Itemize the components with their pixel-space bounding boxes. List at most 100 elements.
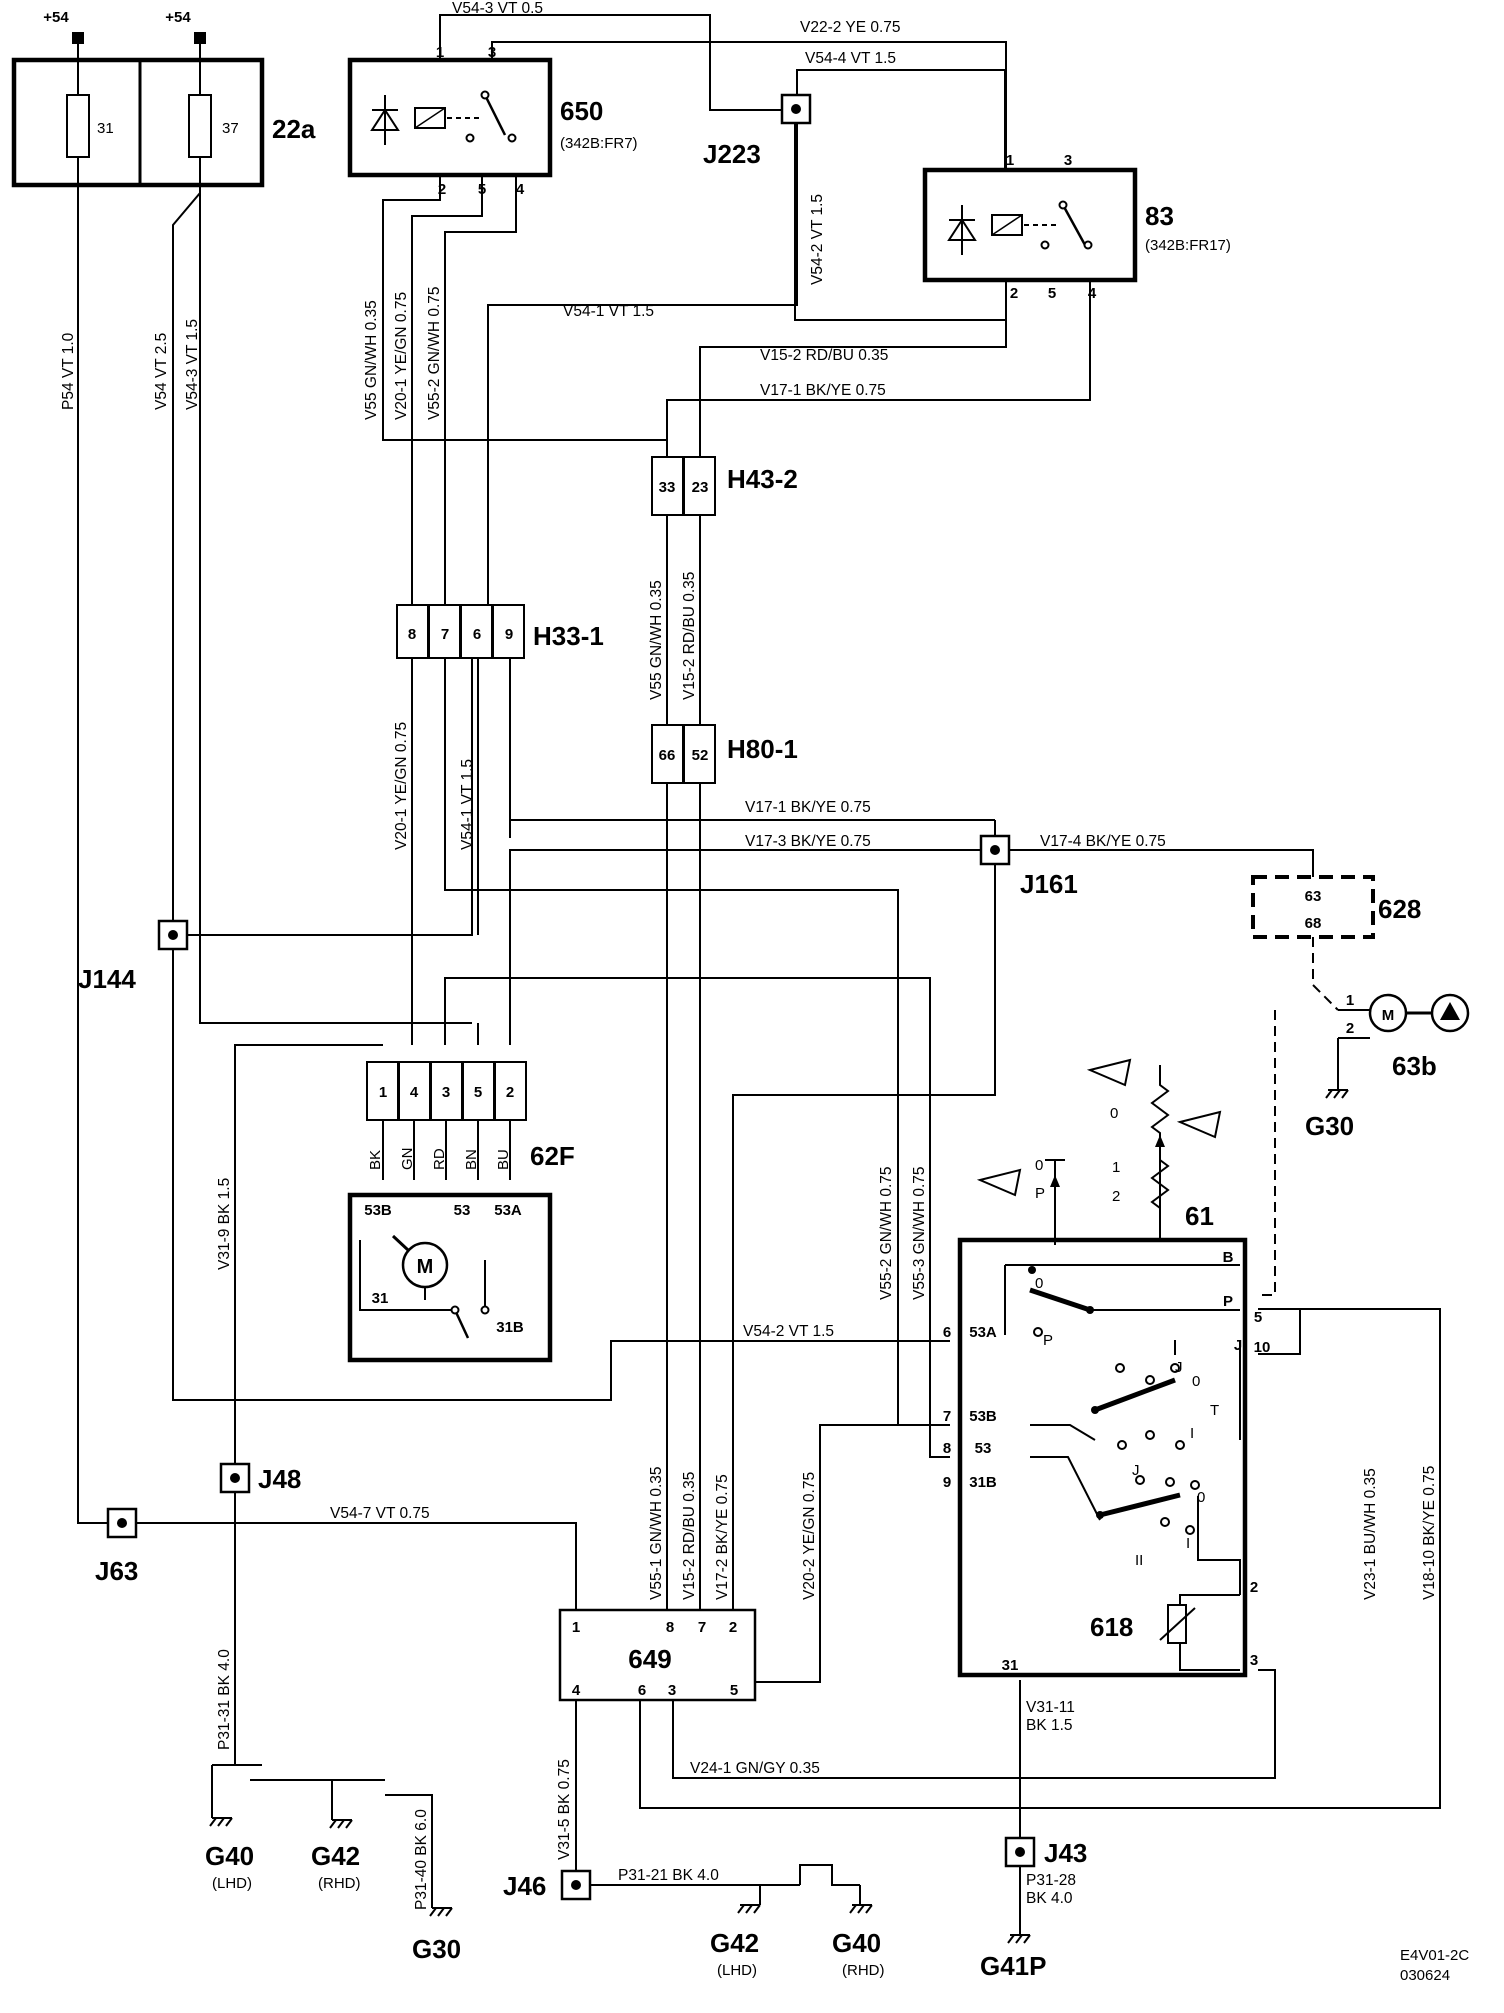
svg-text:7: 7 [943, 1408, 951, 1425]
ground-g30-bottom: G30 [412, 1907, 461, 1964]
svg-text:V31-11: V31-11 [1026, 1699, 1075, 1716]
svg-text:66: 66 [659, 747, 676, 764]
svg-text:V31-5 BK 0.75: V31-5 BK 0.75 [556, 1759, 573, 1860]
svg-text:68: 68 [1305, 915, 1322, 932]
svg-text:V17-1 BK/YE 0.75: V17-1 BK/YE 0.75 [745, 799, 871, 816]
junction-j48: J48 [219, 1462, 301, 1494]
svg-text:8: 8 [408, 626, 416, 643]
svg-text:V54-3 VT 0.5: V54-3 VT 0.5 [452, 0, 543, 17]
svg-text:E4V01-2C: E4V01-2C [1400, 1947, 1469, 1964]
svg-text:RD: RD [431, 1148, 448, 1170]
svg-text:BK 1.5: BK 1.5 [1026, 1717, 1073, 1734]
svg-text:53B: 53B [364, 1202, 392, 1219]
junction-j223: J223 [703, 93, 812, 169]
svg-text:V55 GN/WH 0.35: V55 GN/WH 0.35 [363, 300, 380, 420]
svg-text:4: 4 [1088, 285, 1097, 302]
svg-text:33: 33 [659, 479, 676, 496]
supply-a-label: +54 [43, 9, 69, 26]
fuse-box-label: 22a [272, 114, 316, 144]
ground-g42-right: G42 (LHD) [710, 1885, 761, 1979]
svg-text:6: 6 [943, 1324, 951, 1341]
supply-b-label: +54 [165, 9, 191, 26]
svg-text:23: 23 [692, 479, 709, 496]
svg-text:3: 3 [442, 1084, 450, 1101]
ground-g40-left: G40 (LHD) [205, 1817, 254, 1892]
svg-text:5: 5 [1048, 285, 1056, 302]
svg-text:2: 2 [1010, 285, 1018, 302]
svg-text:7: 7 [698, 1619, 706, 1636]
svg-text:5: 5 [478, 181, 486, 198]
svg-text:0: 0 [1035, 1157, 1043, 1174]
svg-text:V55-3 GN/WH 0.75: V55-3 GN/WH 0.75 [911, 1166, 928, 1300]
relay-83: 1 3 2 5 4 83 (342B:FR17) [922, 152, 1231, 302]
svg-text:V55-2 GN/WH 0.75: V55-2 GN/WH 0.75 [426, 286, 443, 420]
svg-text:J43: J43 [1044, 1838, 1087, 1868]
svg-text:G42: G42 [710, 1928, 759, 1958]
svg-text:B: B [1223, 1249, 1234, 1266]
wire-labels: V54-3 VT 0.5 V22-2 YE 0.75 V54-4 VT 1.5 … [60, 0, 1438, 1910]
ground-g41p: G41P [980, 1934, 1047, 1981]
fuse-box-outline [11, 57, 265, 188]
svg-text:J63: J63 [95, 1556, 138, 1586]
svg-text:V54-2 VT 1.5: V54-2 VT 1.5 [809, 194, 826, 285]
svg-text:P31-40 BK 6.0: P31-40 BK 6.0 [413, 1809, 430, 1910]
relay-650: 1 3 2 5 4 650 (342B:FR7) [347, 44, 638, 198]
svg-text:9: 9 [505, 626, 513, 643]
ground-g42-left: G42 (RHD) [311, 1819, 361, 1892]
svg-text:T: T [1210, 1402, 1219, 1419]
svg-text:628: 628 [1378, 894, 1421, 924]
svg-text:J46: J46 [503, 1871, 546, 1901]
svg-text:G30: G30 [1305, 1111, 1354, 1141]
svg-text:0: 0 [1192, 1373, 1200, 1390]
svg-text:0: 0 [1110, 1105, 1118, 1122]
fuse-37 [188, 94, 212, 158]
wiper-motor-62f: M 53B 53 53A 31 31B [347, 1192, 553, 1363]
svg-text:J: J [1132, 1462, 1140, 1479]
svg-text:V20-2 YE/GN 0.75: V20-2 YE/GN 0.75 [801, 1472, 818, 1600]
svg-text:J: J [1175, 1359, 1183, 1376]
terminal-a [72, 32, 84, 44]
svg-text:52: 52 [692, 747, 709, 764]
svg-text:M: M [1382, 1007, 1395, 1024]
svg-text:V54-1 VT 1.5: V54-1 VT 1.5 [563, 303, 654, 320]
svg-text:1: 1 [1006, 152, 1014, 169]
svg-text:3: 3 [1064, 152, 1072, 169]
svg-text:10: 10 [1254, 1339, 1271, 1356]
svg-text:P: P [1043, 1332, 1053, 1349]
svg-text:030624: 030624 [1400, 1967, 1450, 1984]
fuse-box-22a: 31 37 22a +54 +54 [11, 9, 316, 188]
svg-text:1: 1 [436, 44, 444, 61]
svg-text:G30: G30 [412, 1934, 461, 1964]
svg-text:6: 6 [638, 1682, 646, 1699]
module-649: 649 1 8 7 2 4 6 3 5 [558, 1608, 757, 1702]
svg-text:1: 1 [572, 1619, 580, 1636]
svg-text:V54-3 VT 1.5: V54-3 VT 1.5 [184, 319, 201, 410]
grounds: G40 (LHD) G42 (RHD) G30 G42 (LHD) G40 (R… [205, 1089, 1354, 1981]
svg-text:GN: GN [399, 1148, 416, 1171]
svg-text:V17-4 BK/YE 0.75: V17-4 BK/YE 0.75 [1040, 833, 1166, 850]
svg-text:V55 GN/WH 0.35: V55 GN/WH 0.35 [648, 580, 665, 700]
junction-j161: J161 [979, 834, 1078, 899]
svg-text:31B: 31B [969, 1474, 997, 1491]
svg-text:2: 2 [438, 181, 446, 198]
svg-text:6: 6 [473, 626, 481, 643]
svg-text:G42: G42 [311, 1841, 360, 1871]
svg-text:2: 2 [1346, 1020, 1354, 1037]
relay-650-ref: (342B:FR7) [560, 135, 638, 152]
svg-text:V17-2 BK/YE 0.75: V17-2 BK/YE 0.75 [714, 1474, 731, 1600]
svg-text:BN: BN [463, 1149, 480, 1170]
svg-text:649: 649 [628, 1644, 671, 1674]
svg-text:P54 VT 1.0: P54 VT 1.0 [60, 332, 77, 410]
svg-text:63: 63 [1305, 888, 1322, 905]
svg-text:BK 4.0: BK 4.0 [1026, 1890, 1073, 1907]
svg-text:H80-1: H80-1 [727, 734, 798, 764]
svg-text:V15-2 RD/BU 0.35: V15-2 RD/BU 0.35 [681, 572, 698, 700]
wiper-icon-2 [1176, 1110, 1222, 1139]
svg-text:0: 0 [1035, 1275, 1043, 1292]
svg-text:V54-2 VT 1.5: V54-2 VT 1.5 [743, 1323, 834, 1340]
svg-text:31B: 31B [496, 1319, 524, 1336]
svg-text:J144: J144 [78, 964, 136, 994]
svg-text:V15-2 RD/BU 0.35: V15-2 RD/BU 0.35 [760, 347, 888, 364]
svg-text:G41P: G41P [980, 1951, 1047, 1981]
connector-h33-1: 8 7 6 9 H33-1 [396, 604, 604, 659]
